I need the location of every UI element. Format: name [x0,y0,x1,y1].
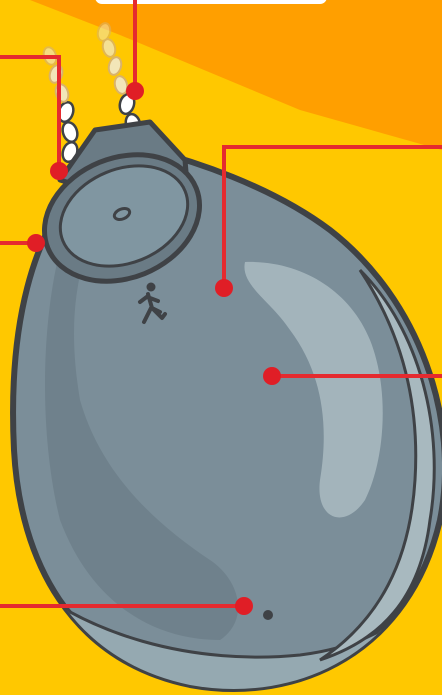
bag-rivet [263,610,273,620]
top-white-tab [95,0,327,4]
